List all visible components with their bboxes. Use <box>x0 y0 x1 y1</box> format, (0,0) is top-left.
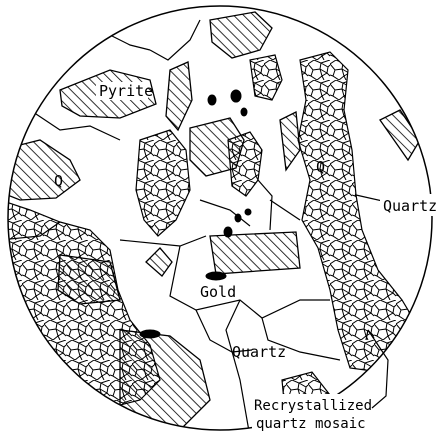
label-q-right: Q <box>316 158 325 176</box>
label-gold: Gold <box>200 283 236 301</box>
label-pyrite: Pyrite <box>99 82 153 100</box>
label-mosaic-line1: Recrystallized <box>254 398 372 414</box>
pyrite-mid <box>210 232 300 274</box>
label-quartz-right: Quartz <box>383 197 436 215</box>
label-q-left: Q <box>54 172 63 190</box>
pyrite-center <box>190 118 244 176</box>
gold-grain-main <box>206 272 226 280</box>
label-mosaic-line2: quartz mosaic <box>256 416 366 432</box>
label-quartz-bottom: Quartz <box>232 343 286 361</box>
pyrite-left-mid <box>58 255 120 304</box>
